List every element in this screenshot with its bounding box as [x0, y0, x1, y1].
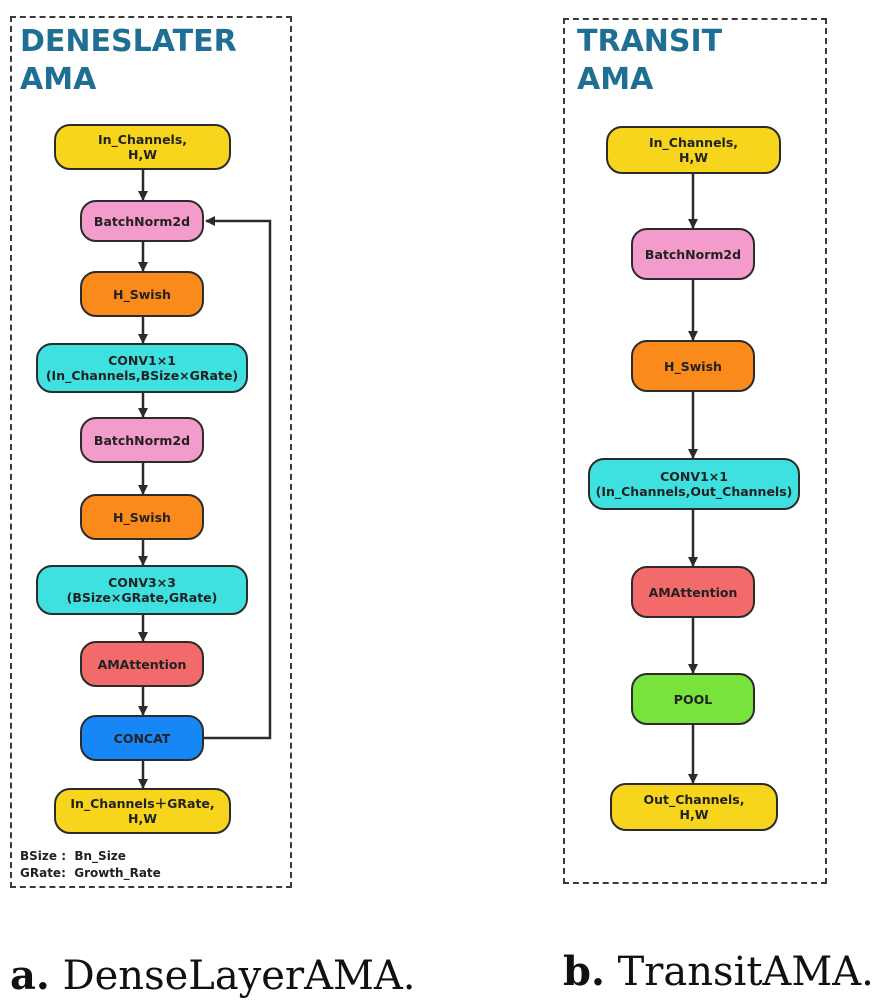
caption-a-label: a.	[10, 952, 50, 999]
arrow-a-loop	[204, 216, 272, 740]
panel-b-title-line1: TRANSIT	[577, 24, 723, 59]
node-b-h-swish: H_Swish	[631, 340, 755, 392]
panel-a-title-line1: DENESLATER	[20, 24, 237, 59]
node-b-out-channels: Out_Channels,H,W	[610, 783, 778, 831]
node-a-h-swish-2: H_Swish	[80, 494, 204, 540]
caption-a-text: DenseLayerAMA.	[62, 953, 416, 999]
caption-a: a. DenseLayerAMA.	[10, 952, 416, 999]
node-a-amattention: AMAttention	[80, 641, 204, 687]
node-b-in-channels: In_Channels,H,W	[606, 126, 781, 174]
panel-transit-ama	[563, 18, 827, 884]
node-a-conv1x1: CONV1×1(In_Channels,BSize×GRate)	[36, 343, 248, 393]
caption-b-text: TransitAMA.	[617, 949, 874, 995]
node-b-pool: POOL	[631, 673, 755, 725]
node-b-conv1x1: CONV1×1(In_Channels,Out_Channels)	[588, 458, 800, 510]
node-a-batchnorm2d-1: BatchNorm2d	[80, 200, 204, 242]
node-a-h-swish-1: H_Swish	[80, 271, 204, 317]
node-a-in-channels: In_Channels,H,W	[54, 124, 231, 170]
node-a-output: In_Channels＋GRate,H,W	[54, 788, 231, 834]
legend-bsize: BSize : Bn_Size	[20, 849, 126, 863]
panel-a-title-line2: AMA	[20, 62, 97, 97]
node-b-amattention: AMAttention	[631, 566, 755, 618]
caption-b: b. TransitAMA.	[563, 948, 874, 995]
node-a-batchnorm2d-2: BatchNorm2d	[80, 417, 204, 463]
legend-grate: GRate: Growth_Rate	[20, 866, 161, 880]
node-b-batchnorm2d: BatchNorm2d	[631, 228, 755, 280]
caption-b-label: b.	[563, 948, 605, 995]
node-a-conv3x3: CONV3×3(BSize×GRate,GRate)	[36, 565, 248, 615]
panel-densela-yer-ama	[10, 16, 292, 888]
node-a-concat: CONCAT	[80, 715, 204, 761]
panel-b-title-line2: AMA	[577, 62, 654, 97]
